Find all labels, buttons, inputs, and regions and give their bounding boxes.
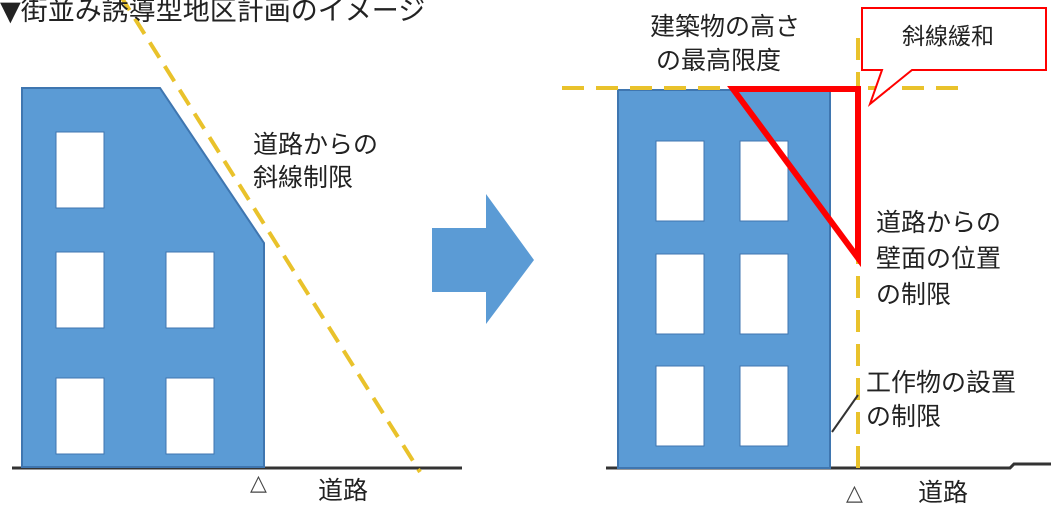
callout-label: 斜線緩和 [902, 24, 994, 50]
left-window [55, 131, 105, 209]
height-limit-label-line: の最高限度 [656, 46, 782, 75]
height-limit-label-line: 建築物の高さ [650, 12, 801, 41]
slant-relaxation-triangle [727, 86, 861, 268]
structure-label: 工作物の設置 の制限 [866, 366, 1016, 434]
left-window [165, 251, 215, 329]
structure-leader-line [831, 394, 859, 433]
right-window [739, 253, 789, 335]
left-road-label: 道路 [318, 476, 369, 505]
left-setback-dashed-line [120, 0, 422, 474]
setback-label-line: 斜線制限 [253, 163, 354, 192]
left-window [165, 377, 215, 455]
structure-label-line: 工作物の設置 [866, 368, 1017, 397]
setback-label-line: 道路からの [253, 130, 379, 159]
right-road-marker: △ [846, 481, 863, 506]
left-road-marker: △ [250, 471, 267, 496]
callout-box [861, 7, 1047, 108]
right-window [739, 365, 789, 447]
height-limit-label: 建築物の高さ の最高限度 [650, 10, 800, 78]
wall-position-label: 道路からの 壁面の位置 の制限 [876, 205, 1001, 313]
page-title: ▼街並み誘導型地区計画のイメージ [0, 0, 426, 27]
right-window [655, 253, 705, 335]
setback-label: 道路からの 斜線制限 [253, 128, 378, 194]
left-window [55, 251, 105, 329]
right-window [655, 365, 705, 447]
wall-position-label-line: 壁面の位置 [876, 244, 1002, 273]
right-window [655, 140, 705, 222]
wall-position-label-line: 道路からの [876, 208, 1002, 237]
wall-position-label-line: の制限 [876, 280, 952, 309]
right-building [617, 89, 831, 469]
transition-arrow [432, 194, 534, 324]
right-road-label: 道路 [918, 478, 969, 507]
structure-label-line: の制限 [866, 402, 942, 431]
left-window [55, 377, 105, 455]
